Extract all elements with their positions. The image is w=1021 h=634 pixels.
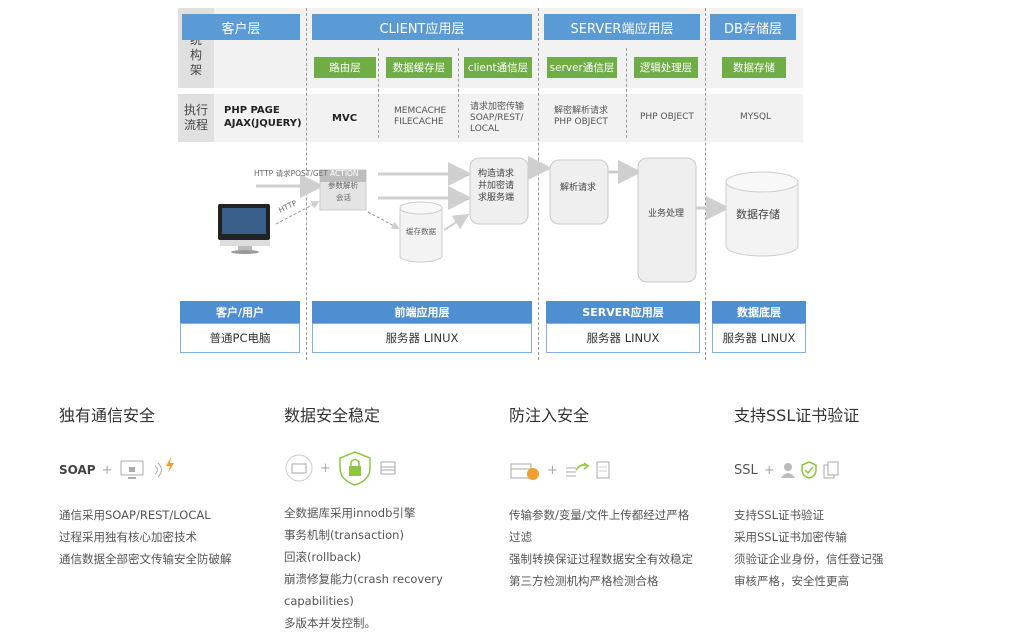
flow-process-graphic (218, 156, 799, 283)
footer-body-server: 服务器 LINUX (546, 323, 700, 353)
shield-check-icon (800, 461, 817, 479)
monitor-lock-icon (120, 460, 144, 479)
feature-injection-security: 防注入安全 + 传输参数/变量/文件上传都经过严格 过滤 强制转换保证过程数据安… (509, 402, 729, 592)
architecture-diagram: 系统构架 客户层 CLIENT应用层 SERVER端应用层 DB存储层 路由层 … (178, 8, 806, 360)
feature-title: 防注入安全 (509, 406, 590, 425)
separator-6 (705, 8, 706, 360)
user-icon (780, 463, 795, 478)
sublayer-logic: 逻辑处理层 (634, 57, 698, 78)
flow-mvc: MVC (332, 113, 358, 124)
feature-data-security: 数据安全稳定 + 全数据库采用innodb引擎 事务机制(transaction… (284, 402, 504, 634)
db-cylinder (725, 171, 799, 257)
feature-icons: + (509, 458, 729, 482)
lightning-icon (165, 457, 174, 473)
shield-lock-icon (339, 451, 371, 486)
filter-arrow-icon (565, 462, 590, 477)
footer-head-db: 数据底层 (712, 301, 806, 323)
cache-cylinder (399, 201, 443, 263)
footer-body-client: 普通PC电脑 (180, 323, 300, 353)
label-build-request: 构造请求 并加密请 求服务端 (478, 169, 515, 203)
footer-body-frontend: 服务器 LINUX (312, 323, 532, 353)
separator-3 (458, 48, 459, 138)
sublayer-server-comm: server通信层 (547, 57, 617, 78)
label-param-parse: 参数解析 (328, 181, 358, 190)
database-icon (380, 461, 396, 475)
feature-lines: 全数据库采用innodb引擎 事务机制(transaction) 回滚(roll… (284, 506, 443, 630)
footer-head-client: 客户/用户 (180, 301, 300, 323)
flow-cache: MEMCACHE FILECACHE (394, 106, 447, 127)
label-session: 会话 (336, 193, 351, 202)
separator-2 (378, 48, 379, 138)
feature-title: 独有通信安全 (59, 406, 156, 425)
flow-server-comm: 解密解析请求 PHP OBJECT (554, 106, 609, 127)
feature-ssl: 支持SSL证书验证 SSL + 支持SSL证书验证 采用SSL证书加密传输 须验… (734, 402, 964, 592)
label-parse-request: 解析请求 (560, 183, 597, 193)
footer-head-server: SERVER应用层 (546, 301, 700, 323)
sublayer-client-comm: client通信层 (464, 57, 532, 78)
feature-lines: 支持SSL证书验证 采用SSL证书加密传输 须验证企业身份，信任登记强 审核严格… (734, 508, 884, 588)
flow-band (178, 94, 803, 142)
hard-drive-icon (285, 454, 313, 482)
sublayer-cache: 数据缓存层 (386, 57, 452, 78)
feature-comm-security: 独有通信安全 SOAP + 通信采用SOAP/REST/LOCAL 过程采用独有… (59, 402, 279, 570)
label-action: ACTION (330, 169, 359, 178)
layer-client-app: CLIENT应用层 (312, 14, 532, 40)
layer-server-app: SERVER端应用层 (544, 14, 700, 40)
layer-db: DB存储层 (710, 14, 796, 40)
feature-icons: SSL + (734, 458, 964, 482)
ssl-label: SSL (734, 462, 758, 478)
plus-icon: + (763, 462, 775, 478)
feature-title: 数据安全稳定 (284, 406, 381, 425)
separator-5 (626, 48, 627, 138)
plus-icon: + (547, 462, 558, 478)
computer-icon (218, 204, 270, 254)
flow-db: MYSQL (740, 112, 772, 122)
flow-client-comm: 请求加密传输 SOAP/REST/ LOCAL (470, 102, 525, 134)
footer-head-frontend: 前端应用层 (312, 301, 532, 323)
plus-icon: + (101, 462, 113, 478)
separator-4 (538, 8, 539, 360)
side-label-flow: 执行流程 (178, 94, 214, 142)
server-fire-icon (510, 463, 539, 480)
document-icon (596, 461, 610, 479)
feature-icons: SOAP + (59, 457, 279, 482)
label-cache-data: 缓存数据 (406, 227, 436, 236)
wifi-signal-icon (154, 462, 162, 478)
label-http-post-get: HTTP 请求POST/GET (254, 169, 329, 178)
footer-body-db: 服务器 LINUX (712, 323, 806, 353)
feature-title: 支持SSL证书验证 (734, 406, 860, 425)
sublayer-route: 路由层 (314, 57, 376, 78)
feature-lines: 通信采用SOAP/REST/LOCAL 过程采用独有核心加密技术 通信数据全部密… (59, 508, 232, 566)
feature-icons: + (284, 451, 504, 486)
label-data-store: 数据存储 (736, 208, 780, 221)
copy-icon (823, 461, 839, 479)
layer-client: 客户层 (182, 14, 300, 40)
feature-lines: 传输参数/变量/文件上传都经过严格 过滤 强制转换保证过程数据安全有效稳定 第三… (509, 508, 693, 588)
soap-label: SOAP (59, 463, 96, 477)
flow-client: PHP PAGE AJAX(JQUERY) (224, 105, 302, 129)
sublayer-data-store: 数据存储 (722, 57, 786, 78)
plus-icon: + (320, 460, 331, 476)
label-business: 业务处理 (648, 209, 685, 219)
flow-logic: PHP OBJECT (640, 112, 694, 122)
